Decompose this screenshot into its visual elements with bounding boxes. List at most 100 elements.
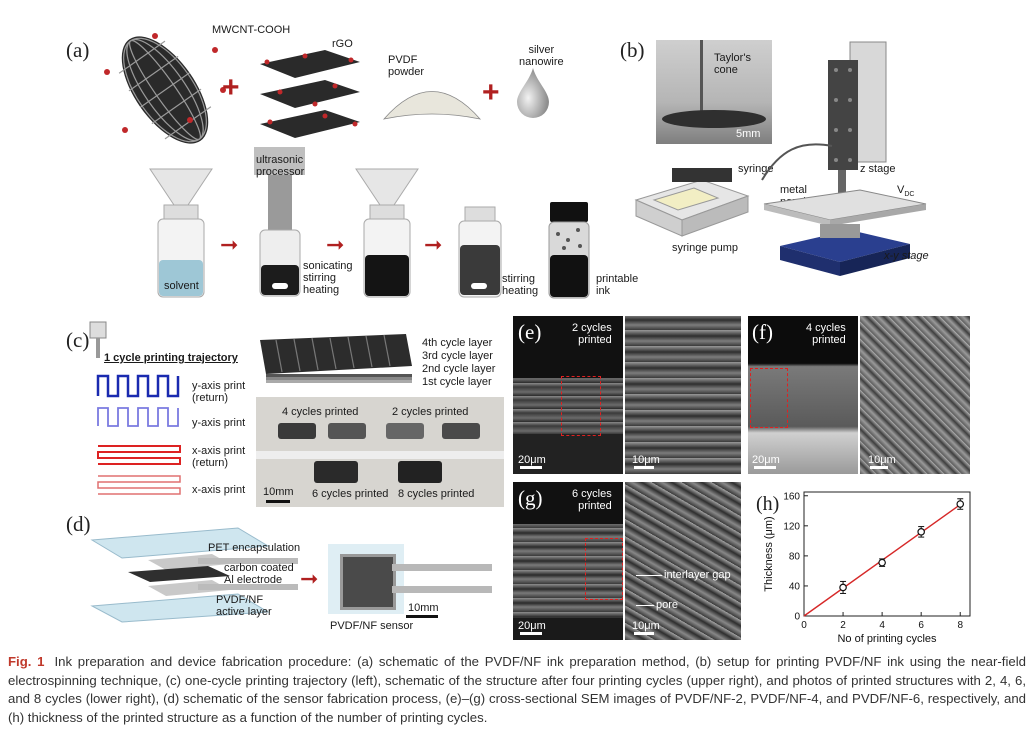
photo-label-6-cycles: 6 cycles printed	[312, 488, 389, 500]
data-point-0	[839, 583, 847, 592]
panel-e-label: (e)	[518, 320, 542, 344]
x-tick-label-2: 4	[879, 620, 885, 631]
panel-d-label: (d)	[66, 512, 91, 536]
solvent-label: solvent	[164, 280, 199, 292]
nozzle-icon	[89, 321, 107, 358]
pvdf-powder-label: PVDF powder	[388, 54, 425, 78]
vial-solvent	[149, 168, 213, 298]
tubing	[761, 143, 833, 181]
sensor-lead-top	[392, 564, 492, 571]
trajectory-label-1: y-axis print	[192, 417, 246, 429]
photo-label-4-cycles: 4 cycles printed	[282, 406, 359, 418]
layer-label-2: 2nd cycle layer	[422, 363, 496, 375]
active-layer-label: PVDF/NF active layer	[216, 594, 272, 618]
trajectory-label-3: x-axis print	[192, 484, 246, 496]
sem-e-left	[513, 316, 623, 474]
caption-text: Ink preparation and device fabrication p…	[8, 654, 1026, 725]
vdc-label: VDC	[897, 184, 914, 201]
x-tick-label-4: 8	[957, 620, 963, 631]
layer-label-0: 4th cycle layer	[422, 337, 493, 349]
sem-g-right	[625, 482, 741, 640]
printed-structures-photo	[256, 397, 504, 507]
sem-f-text: 4 cycles printed	[806, 322, 846, 346]
panel-c-label: (c)	[66, 328, 90, 352]
x-tick-label-1: 2	[840, 620, 846, 631]
vdc-text: V	[897, 184, 905, 196]
carbon-label: carbon coated Al electrode	[224, 562, 294, 586]
plus-icon: +	[222, 71, 240, 104]
pore-arrow	[636, 605, 654, 606]
chart-plot-area	[803, 491, 971, 617]
panel-g-label: (g)	[518, 486, 543, 510]
y-tick-label-3: 120	[783, 521, 800, 532]
y-tick-label-0: 0	[794, 612, 800, 623]
layer-schematic	[260, 334, 412, 383]
trajectory-label-0: y-axis print (return)	[192, 380, 246, 404]
photo-scale-label: 5mm	[736, 128, 761, 140]
silver-nanowire-illustration	[517, 68, 549, 118]
syringe-label: syringe	[738, 163, 774, 175]
arrow-icon: ➞	[300, 566, 319, 591]
taylor-cone-label: Taylor's cone	[714, 52, 751, 76]
photo-scale-label-c: 10mm	[263, 486, 294, 498]
sensor-exploded-illustration	[90, 527, 298, 623]
z-stage-illustration	[828, 41, 887, 194]
sem-e-scale-bar1	[520, 466, 542, 469]
mwcnt-illustration	[104, 33, 226, 144]
sem-f-scale2: 10μm	[868, 454, 896, 466]
plus-icon: +	[482, 76, 500, 109]
sem-g-left	[513, 482, 623, 640]
chart-xlabel: No of printing cycles	[837, 633, 937, 645]
pet-label: PET encapsulation	[208, 542, 301, 554]
sem-f-right	[860, 316, 970, 474]
interlayer-gap-label: interlayer gap	[664, 569, 731, 581]
z-stage-label: z stage	[860, 163, 896, 175]
layer-label-3: 1st cycle layer	[422, 376, 492, 388]
y-tick-label-4: 160	[783, 491, 800, 502]
sem-g-text: 6 cycles printed	[572, 488, 612, 512]
syringe-pump-illustration	[634, 168, 750, 237]
xy-stage-illustration	[763, 189, 927, 276]
layer-label-1: 3rd cycle layer	[422, 350, 493, 362]
panel-f-label: (f)	[752, 320, 773, 344]
sensor-active-area	[340, 554, 396, 610]
photo-label-2-cycles: 2 cycles printed	[392, 406, 469, 418]
x-tick-label-0: 0	[801, 620, 807, 631]
sem-f-left	[748, 316, 858, 474]
sem-e-scale1: 20μm	[518, 454, 546, 466]
sensor-lead-bottom	[392, 586, 492, 593]
sensor-scale-label: 10mm	[408, 602, 439, 614]
vial-mixed	[355, 168, 419, 298]
sem-f-scale1: 20μm	[752, 454, 780, 466]
ultrasonic-processor-illustration	[254, 147, 305, 297]
sem-g-scale-bar2	[634, 632, 654, 635]
sem-f-scale-bar2	[870, 466, 888, 469]
arrow-icon: ➞	[220, 232, 239, 257]
vdc-subscript: DC	[904, 191, 915, 199]
rgo-illustration	[260, 50, 360, 138]
sem-e-right	[625, 316, 741, 474]
pore-label: pore	[656, 599, 679, 611]
sem-g-scale1: 20μm	[518, 620, 546, 632]
arrow-icon: ➞	[424, 232, 443, 257]
pvdf-powder-illustration	[382, 91, 482, 120]
stirring-label: stirring heating	[502, 273, 539, 297]
sonicating-label: sonicating stirring heating	[303, 260, 353, 296]
x-tick-label-3: 6	[918, 620, 924, 631]
y-tick-label-1: 40	[789, 581, 801, 592]
silver-nanowire-label: silver nanowire	[519, 44, 564, 68]
panel-a-label: (a)	[66, 38, 90, 62]
trajectory-illustration	[96, 374, 181, 495]
xy-stage-label: x-y stage	[884, 250, 929, 262]
y-tick-label-2: 80	[789, 551, 801, 562]
arrow-icon: ➞	[326, 232, 345, 257]
sensor-scale-bar	[406, 615, 438, 618]
data-point-2	[917, 528, 925, 536]
interlayer-gap-arrow	[636, 575, 662, 576]
printable-ink-label: printable ink	[596, 273, 639, 297]
panel-b-label: (b)	[620, 38, 645, 62]
caption-figure-label: Fig. 1	[8, 654, 45, 669]
mwcnt-label: MWCNT-COOH	[212, 24, 291, 36]
